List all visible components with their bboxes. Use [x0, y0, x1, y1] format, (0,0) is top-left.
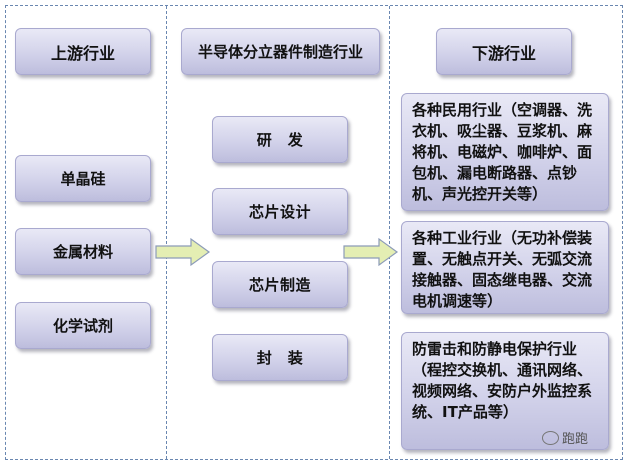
midstream-item-chip-manufacturing: 芯片制造 [212, 261, 348, 308]
upstream-item-metal-materials: 金属材料 [15, 228, 151, 275]
outer-frame [5, 5, 623, 460]
downstream-item-protection: 防雷击和防静电保护行业（程控交换机、通讯网络、视频网络、安防户外监控系统、IT产… [401, 332, 609, 450]
midstream-item-rnd: 研 发 [212, 116, 348, 163]
arrow-upstream-to-midstream [155, 237, 211, 267]
midstream-item-packaging: 封 装 [212, 334, 348, 381]
downstream-header: 下游行业 [436, 28, 572, 75]
upstream-item-chemical-reagents: 化学试剂 [15, 302, 151, 349]
upstream-item-monocrystalline-silicon: 单晶硅 [15, 155, 151, 202]
downstream-item-civil: 各种民用行业（空调器、洗衣机、吸尘器、豆浆机、麻将机、电磁炉、咖啡炉、面包机、漏… [401, 93, 609, 211]
midstream-header: 半导体分立器件制造行业 [181, 28, 380, 75]
downstream-item-industrial: 各种工业行业（无功补偿装置、无触点开关、无弧交流接触器、固态继电器、交流电机调速… [401, 221, 609, 314]
midstream-item-chip-design: 芯片设计 [212, 188, 348, 235]
column-divider-left [166, 6, 167, 459]
column-divider-right [389, 6, 390, 459]
watermark-text: 跑跑 [562, 432, 589, 447]
arrow-midstream-to-downstream [343, 237, 399, 267]
upstream-header: 上游行业 [15, 28, 151, 75]
chat-bubble-icon [542, 430, 559, 445]
watermark: 跑跑 [542, 428, 588, 447]
